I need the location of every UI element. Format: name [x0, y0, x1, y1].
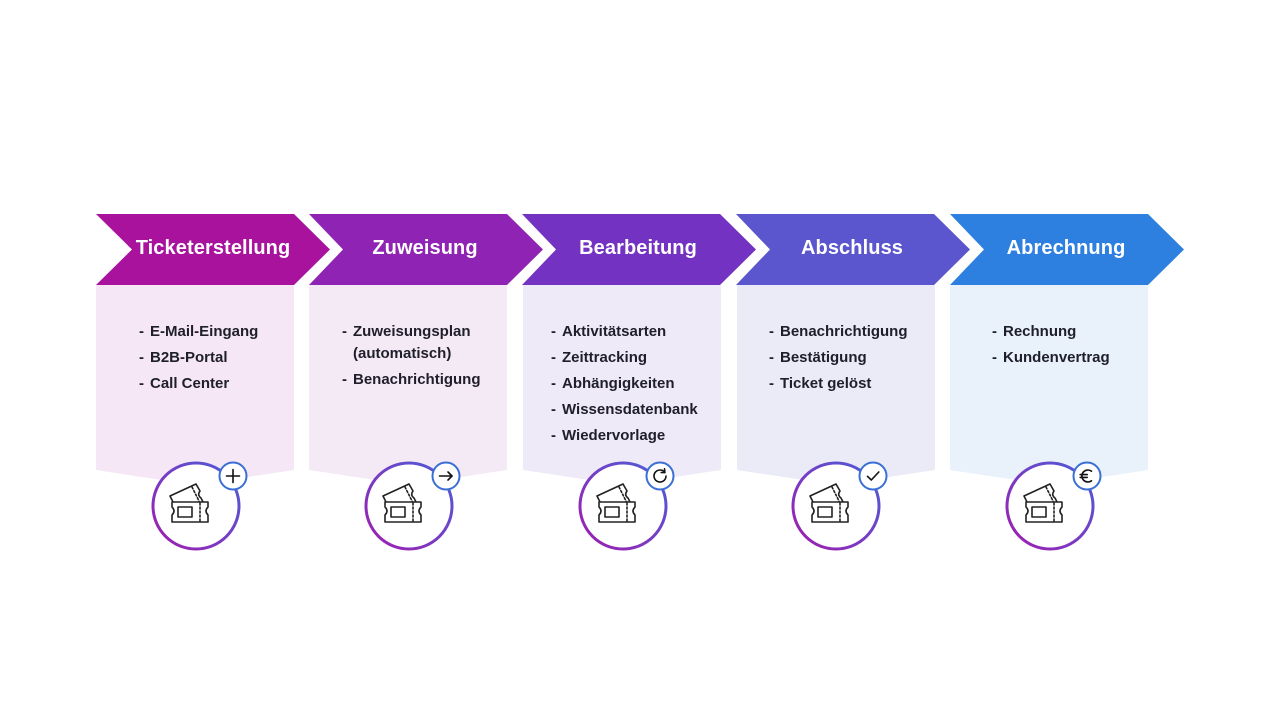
list-item: -B2B-Portal [139, 345, 258, 371]
process-step-3: Bearbeitung-Aktivitätsarten-Zeittracking… [0, 0, 756, 551]
step-icon-circle [1004, 460, 1096, 552]
list-item: -Zuweisungsplan (automatisch) [342, 319, 481, 365]
list-item-text: Wiedervorlage [562, 427, 666, 444]
bullet-dash: - [551, 375, 556, 392]
step-title: Zuweisung [372, 237, 478, 259]
bullet-dash: - [551, 401, 556, 418]
check-icon [858, 461, 888, 491]
ticket-icon [364, 461, 454, 551]
step-icon-circle [577, 460, 669, 552]
step-panel: -Zuweisungsplan(automatisch)-Benachricht… [309, 285, 507, 485]
list-item: -Aktivitätsarten [551, 319, 698, 345]
list-item: -E-Mail-Eingang [139, 319, 258, 345]
ticket-icon [791, 461, 881, 551]
ticket-icon [578, 461, 668, 551]
bullet-dash: - [342, 371, 347, 388]
bullet-dash: - [551, 427, 556, 444]
panel-background [950, 285, 1148, 485]
list-item-text: Zuweisungsplan [353, 323, 471, 340]
chevron-shape [522, 214, 756, 285]
bullet-dash: - [551, 323, 556, 340]
list-item: -Wiedervorlage [551, 423, 698, 449]
panel-background [309, 285, 507, 485]
panel-background [96, 285, 294, 485]
chevron-shape [309, 214, 543, 285]
list-item: -Ticket gelöst [769, 371, 908, 397]
list-item: -Bestätigung [769, 345, 908, 371]
step-arrow: Zuweisung [309, 214, 543, 285]
chevron-shape [96, 214, 330, 285]
list-item-text: Call Center [150, 375, 230, 392]
step-item-list: -Rechnung-Kundenvertrag [992, 319, 1110, 371]
process-step-2: Zuweisung-Zuweisungsplan(automatisch)-Be… [0, 0, 543, 551]
process-step-4: Abschluss-Benachrichtigung-Bestätigung-T… [0, 0, 970, 551]
bullet-dash: - [139, 323, 144, 340]
euro-icon [1072, 461, 1102, 491]
refresh-icon [645, 461, 675, 491]
step-panel: -Rechnung-Kundenvertrag [950, 285, 1148, 485]
list-item: -Zeittracking [551, 345, 698, 371]
list-item-text: Ticket gelöst [780, 375, 872, 392]
bullet-dash: - [551, 349, 556, 366]
step-panel: -Aktivitätsarten-Zeittracking-Abhängigke… [523, 285, 721, 485]
step-arrow: Abschluss [736, 214, 970, 285]
list-item-text: Benachrichtigung [353, 371, 481, 388]
chevron-shape [950, 214, 1184, 285]
step-title: Bearbeitung [579, 237, 697, 259]
ticket-icon [151, 461, 241, 551]
list-item: -Call Center [139, 371, 258, 397]
list-item: -Benachrichtigung [342, 367, 481, 393]
bullet-dash: - [139, 375, 144, 392]
process-step-1: Ticketerstellung-E-Mail-Eingang-B2B-Port… [0, 0, 330, 551]
step-panel: -Benachrichtigung-Bestätigung-Ticket gel… [737, 285, 935, 485]
step-title: Abschluss [800, 237, 904, 259]
process-step-5: Abrechnung-Rechnung-Kundenvertrag [0, 0, 1184, 551]
step-item-list: -Zuweisungsplan(automatisch)-Benachricht… [342, 319, 481, 393]
list-item-text: Kundenvertrag [1003, 349, 1110, 366]
step-arrow: Abrechnung [950, 214, 1184, 285]
step-icon-circle [150, 460, 242, 552]
step-item-list: -Benachrichtigung-Bestätigung-Ticket gel… [769, 319, 908, 397]
ticket-icon [1005, 461, 1095, 551]
chevron-shape [736, 214, 970, 285]
list-item-continuation: (automatisch) [353, 345, 452, 362]
step-arrow: Ticketerstellung [96, 214, 330, 285]
step-item-list: -E-Mail-Eingang-B2B-Portal-Call Center [139, 319, 258, 397]
list-item-text: Benachrichtigung [780, 323, 908, 340]
panel-background [737, 285, 935, 485]
step-arrow: Bearbeitung [522, 214, 756, 285]
list-item: -Benachrichtigung [769, 319, 908, 345]
bullet-dash: - [769, 349, 774, 366]
bullet-dash: - [342, 323, 347, 340]
list-item-text: B2B-Portal [150, 349, 228, 366]
list-item-text: Abhängigkeiten [562, 375, 675, 392]
bullet-dash: - [992, 323, 997, 340]
list-item: -Abhängigkeiten [551, 371, 698, 397]
bullet-dash: - [139, 349, 144, 366]
list-item-text: Aktivitätsarten [562, 323, 667, 340]
list-item: -Rechnung [992, 319, 1110, 345]
list-item-text: Wissensdatenbank [562, 401, 698, 418]
arrow-right-icon [431, 461, 461, 491]
list-item-text: Bestätigung [780, 349, 867, 366]
step-title: Ticketerstellung [135, 237, 291, 259]
bullet-dash: - [769, 375, 774, 392]
list-item: -Kundenvertrag [992, 345, 1110, 371]
list-item-text: Zeittracking [562, 349, 648, 366]
step-icon-circle [790, 460, 882, 552]
panel-background [523, 285, 721, 485]
list-item-text: Rechnung [1003, 323, 1077, 340]
bullet-dash: - [992, 349, 997, 366]
bullet-dash: - [769, 323, 774, 340]
step-title: Abrechnung [1006, 237, 1126, 259]
list-item-text: E-Mail-Eingang [150, 323, 259, 340]
list-item: -Wissensdatenbank [551, 397, 698, 423]
step-panel: -E-Mail-Eingang-B2B-Portal-Call Center [96, 285, 294, 485]
step-item-list: -Aktivitätsarten-Zeittracking-Abhängigke… [551, 319, 698, 449]
step-icon-circle [363, 460, 455, 552]
plus-icon [218, 461, 248, 491]
